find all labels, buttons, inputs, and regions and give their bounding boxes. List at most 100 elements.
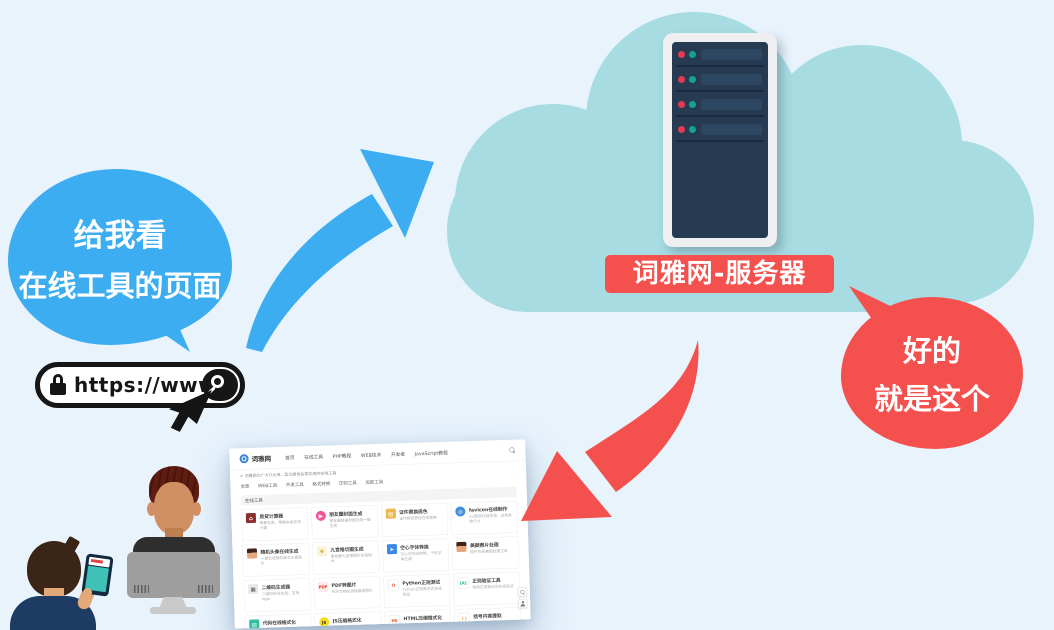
drive-bay (701, 74, 762, 85)
address-bar[interactable]: https://www (35, 362, 245, 408)
phone-user-hair (27, 541, 81, 597)
tool-card[interactable]: ❖九宫格切图生成朋友圈九宫格图片在线制作 (312, 540, 380, 575)
tool-card-title: 朋友圈封面生成 (329, 511, 363, 518)
drive-bay (701, 124, 762, 135)
led-red-icon (678, 126, 685, 133)
nav-item[interactable]: PHP教程 (332, 453, 352, 460)
phone-user-hair (63, 535, 81, 553)
tool-icon: ▤ (385, 508, 396, 519)
tool-card-body: 美颜照片处理照片在线美颜处理工具 (470, 541, 508, 555)
lock-icon (50, 373, 68, 397)
tool-card-desc: Python正则表达式在线测试 (402, 586, 442, 597)
tool-icon (456, 541, 467, 553)
response-arrow-head (521, 451, 612, 521)
tool-card[interactable]: 美颜照片处理照片在线美颜处理工具 (451, 536, 520, 571)
tool-card[interactable]: ▦二维码生成器二维码在线生成，支持logo (243, 578, 311, 613)
nav-item[interactable]: 开发者 (390, 451, 406, 458)
site-logo[interactable]: 词雅网 (239, 453, 271, 464)
tool-card-title: 代码在线格式化 (262, 619, 297, 627)
tool-icon: ◎ (455, 506, 466, 517)
tool-icon: Q (387, 579, 400, 591)
tool-card-title: 括号内容提取 (473, 613, 502, 620)
phone-user-thumb (83, 588, 92, 597)
tool-card-title: 二维码生成器 (261, 584, 291, 591)
led-teal-icon (689, 51, 696, 58)
tool-card[interactable]: ➤空心字体转换空心字在线转换，个性字体生成 (381, 538, 450, 573)
monitor-base (150, 607, 196, 614)
tool-card[interactable]: 随机头像在线生成一键生成随机美女头像图片 (242, 542, 310, 577)
tool-card[interactable]: ( )括号内容提取一键提取括号内的文本内容 (454, 607, 522, 629)
server-slot (672, 92, 768, 117)
tool-card-body: 括号内容提取一键提取括号内的文本内容 (473, 611, 516, 628)
tool-card[interactable]: ▤证件照换底色证件照背景色在线更换 (380, 502, 449, 537)
tool-card-body: 房贷计算器等额本息、等额本金在线计算 (259, 511, 303, 531)
filter-tab[interactable]: 开发工具 (285, 482, 304, 488)
tool-card-body: 空心字体转换空心字在线转换，个性字体生成 (400, 542, 444, 561)
led-teal-icon (689, 126, 696, 133)
tool-icon: ▦ (248, 583, 259, 595)
tool-card-title: JS压缩格式化 (332, 617, 362, 625)
floating-buttons (517, 587, 528, 609)
float-search-button[interactable] (517, 587, 528, 597)
tool-card[interactable]: [A]正则验证工具常用正则表达式在线验证 (452, 571, 521, 606)
phone-user-arm (75, 572, 102, 612)
tool-icon: PDF (317, 581, 329, 592)
float-user-button[interactable] (518, 598, 528, 609)
tool-icon: ❖ (316, 546, 328, 557)
tool-card[interactable]: ▤代码在线格式化JavaScript、PHP、CSS、Java代码格式化 (244, 613, 312, 629)
tool-card-desc: JS代码在线压缩、格式化美化 (332, 623, 374, 629)
site-nav-items: 首页 在线工具 PHP教程 WEB技术 开发者 JavaScript教程 (285, 447, 510, 461)
response-speech-bubble: 好的 就是这个 (841, 297, 1023, 449)
nav-item[interactable]: JavaScript教程 (414, 450, 448, 457)
site-search-icon[interactable] (509, 447, 515, 453)
url-text[interactable]: https://www (74, 373, 218, 397)
nav-item[interactable]: 在线工具 (303, 454, 324, 461)
filter-tab[interactable]: 正则工具 (338, 480, 357, 487)
nav-item[interactable]: WEB技术 (360, 452, 382, 459)
drive-bay (701, 49, 762, 60)
tool-card[interactable]: ⌂房贷计算器等额本息、等额本金在线计算 (241, 507, 309, 542)
tool-card-desc: PDF文档在线转换成图片 (331, 588, 373, 595)
tool-icon: ➤ (386, 543, 397, 555)
tool-card-title: favicon在线制作 (468, 506, 508, 514)
server-panel (672, 42, 768, 238)
magnifier-handle (207, 386, 216, 395)
tool-card-body: 随机头像在线生成一键生成随机美女头像图片 (260, 547, 304, 566)
request-arrow-head (360, 149, 434, 238)
filter-tab[interactable]: 全部 (240, 484, 250, 490)
desktop-user-neck (165, 528, 183, 542)
nav-item[interactable]: 首页 (284, 455, 295, 461)
desktop-user-ear (192, 502, 201, 516)
tool-icon: ▤ (249, 619, 260, 629)
tool-card-title: 九宫格切图生成 (330, 546, 364, 554)
tool-icon: ( ) (458, 612, 470, 625)
tool-card-desc: 常用正则表达式在线验证 (472, 583, 514, 590)
tool-card-grid: ⌂房贷计算器等额本息、等额本金在线计算▶朋友圈封面生成朋友圈装逼封面在线一键生成… (241, 500, 522, 629)
filter-tab[interactable]: 格式转换 (312, 481, 331, 488)
server-slot (672, 117, 768, 142)
request-speech-bubble: 给我看 在线工具的页面 (8, 169, 232, 345)
phone-user-shirt (10, 596, 96, 630)
tool-card-body: 正则验证工具常用正则表达式在线验证 (472, 576, 514, 590)
search-button[interactable] (202, 369, 238, 401)
tool-card-desc: 照片在线美颜处理工具 (470, 548, 508, 555)
led-teal-icon (689, 76, 696, 83)
filter-tab[interactable]: 加密工具 (365, 479, 384, 486)
desktop-user-shoulders (133, 537, 215, 567)
tool-card-desc: 一键生成随机美女头像图片 (260, 554, 303, 566)
led-teal-icon (689, 101, 696, 108)
filter-tab[interactable]: WEB工具 (257, 483, 278, 489)
tool-card-title: 空心字体转换 (400, 544, 429, 551)
tool-card-title: 证件照换底色 (399, 508, 428, 516)
tool-icon (246, 548, 258, 559)
led-red-icon (678, 51, 685, 58)
tool-card[interactable]: ▶朋友圈封面生成朋友圈装逼封面在线一键生成 (310, 505, 379, 540)
